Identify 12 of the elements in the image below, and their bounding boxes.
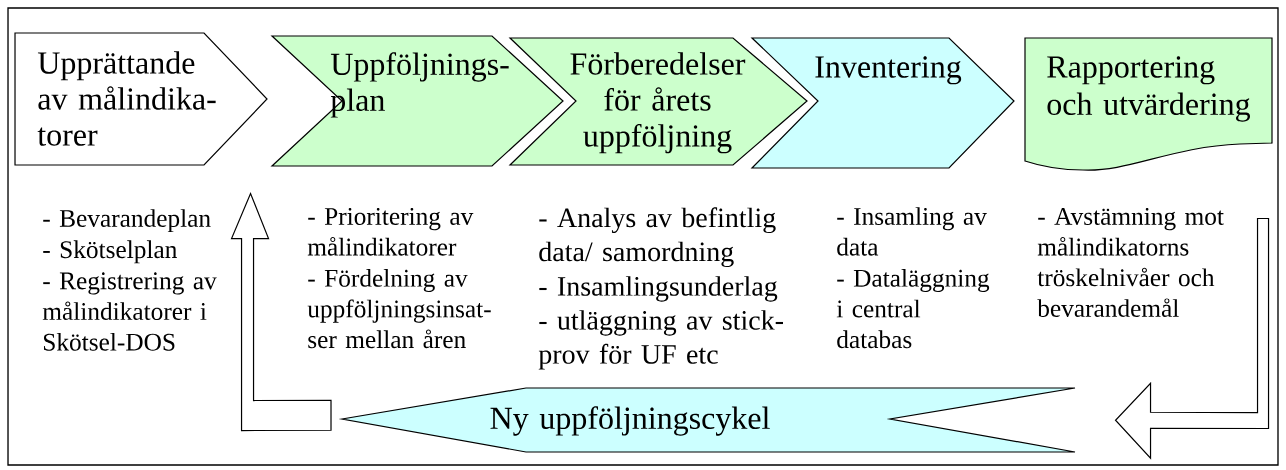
list-item: - Insamlingsunderlag - utläggning av stick- prov för UF etc [538, 276, 783, 370]
list-item: - Skötselplan [43, 240, 177, 264]
list-item: - Prioritering av målindikatorer [307, 207, 474, 256]
list-item: - Analys av befintlig data/ samordning [539, 207, 776, 268]
list-item: - Insamling av data [837, 207, 987, 256]
list-item: - Fördelning av uppföljningsinsat- ser mellan åren [307, 269, 491, 349]
list-item: - Registrering av målindikatorer i Skötsel-DOS [42, 272, 217, 351]
list-item: - Dataläggning i central databas [836, 269, 990, 349]
block-arrow [1114, 217, 1270, 460]
block-arrow [230, 191, 332, 432]
list-item: - Bevarandeplan [43, 209, 211, 233]
list-item: - Avstämning mot målindikatorns tröskelnivåer och bevarandemål [1037, 207, 1224, 317]
